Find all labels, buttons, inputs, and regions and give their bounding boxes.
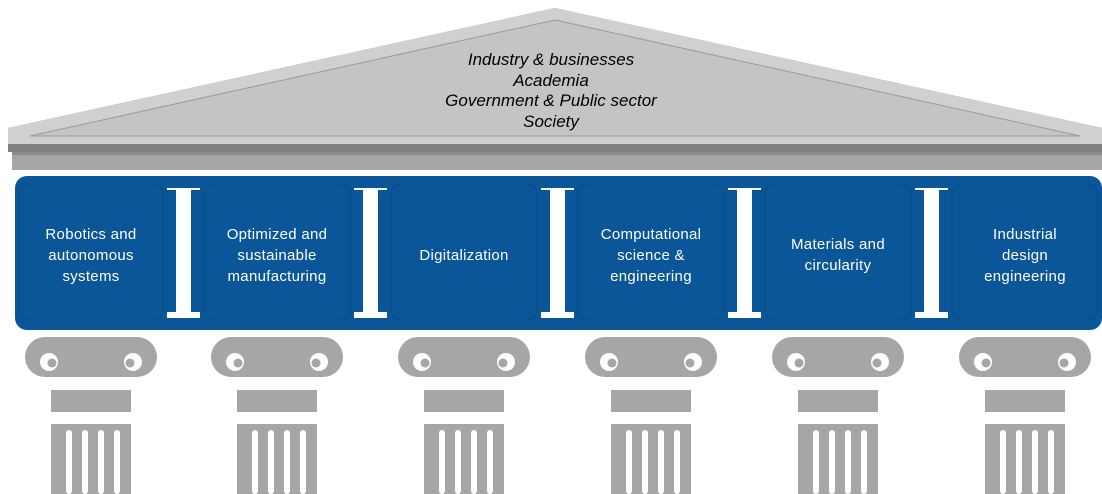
pillar-box — [764, 183, 912, 321]
roof-line-industry: Industry & businesses — [467, 50, 635, 69]
volute-core — [794, 358, 804, 368]
volute-core — [685, 358, 695, 368]
column-flute — [845, 430, 851, 494]
pillar-box — [951, 183, 1099, 321]
column-flute — [284, 430, 290, 494]
pillar-label-materials: Materials and circularity — [791, 236, 885, 274]
column-flute — [642, 430, 648, 494]
column-flute — [82, 430, 88, 494]
roof-beam-highlight — [12, 152, 1102, 155]
volute-core — [47, 358, 57, 368]
column-flute — [66, 430, 72, 494]
volute-core — [498, 358, 508, 368]
column-flute — [252, 430, 258, 494]
column-flute — [487, 430, 493, 494]
roof-beam — [12, 152, 1102, 170]
pillar-box — [203, 183, 351, 321]
column-flute — [674, 430, 680, 494]
volute-core — [981, 358, 991, 368]
column-flute — [471, 430, 477, 494]
roof-pediment-inner — [29, 19, 1081, 137]
column-neck — [798, 390, 878, 412]
column — [211, 337, 343, 494]
column-neck — [237, 390, 317, 412]
volute-core — [607, 358, 617, 368]
spacer-columns — [167, 188, 948, 318]
spacer-column — [915, 188, 948, 318]
column-neck — [985, 390, 1065, 412]
columns — [25, 337, 1091, 494]
column-flute — [114, 430, 120, 494]
pillar-box — [390, 183, 538, 321]
column — [772, 337, 904, 494]
volute-core — [1059, 358, 1069, 368]
column-flute — [268, 430, 274, 494]
column-flute — [1016, 430, 1022, 494]
column-neck — [51, 390, 131, 412]
column-neck — [611, 390, 691, 412]
pillar-label-design: Industrial design engineering — [984, 225, 1066, 285]
volute-core — [233, 358, 243, 368]
volute-core — [420, 358, 430, 368]
column-flute — [813, 430, 819, 494]
column — [959, 337, 1091, 494]
pillar-label-digitalization: Digitalization — [419, 246, 509, 264]
pillar-label-manufacturing: Optimized and sustainable manufacturing — [226, 225, 328, 285]
spacer-column — [541, 188, 574, 318]
column-flute — [1032, 430, 1038, 494]
column-flute — [1000, 430, 1006, 494]
column — [398, 337, 530, 494]
spacer-column — [167, 188, 200, 318]
column — [585, 337, 717, 494]
column-flute — [300, 430, 306, 494]
column-flute — [829, 430, 835, 494]
column-neck — [424, 390, 504, 412]
column-flute — [455, 430, 461, 494]
pillar-boxes — [18, 183, 1099, 321]
column-flute — [658, 430, 664, 494]
pillar-label-robotics: Robotics and autonomous systems — [45, 225, 137, 285]
roof-line-academia: Academia — [513, 70, 589, 90]
column-flute — [626, 430, 632, 494]
column — [25, 337, 157, 494]
column-flute — [98, 430, 104, 494]
spacer-column — [728, 188, 761, 318]
column-flute — [1048, 430, 1054, 494]
roof-text: Industry & businesses Academia Governmen… — [360, 50, 742, 132]
column-flute — [861, 430, 867, 494]
volute-core — [872, 358, 882, 368]
roof-line-government: Government & Public sector — [445, 91, 657, 110]
pillar-box — [18, 183, 164, 321]
volute-core — [311, 358, 321, 368]
volute-core — [125, 358, 135, 368]
roof — [8, 8, 1102, 170]
pillar-label-computational: Computational science & engineering — [600, 225, 702, 285]
roof-line-society: Society — [523, 111, 579, 131]
column-flute — [439, 430, 445, 494]
spacer-column — [354, 188, 387, 318]
pillar-box — [577, 183, 725, 321]
